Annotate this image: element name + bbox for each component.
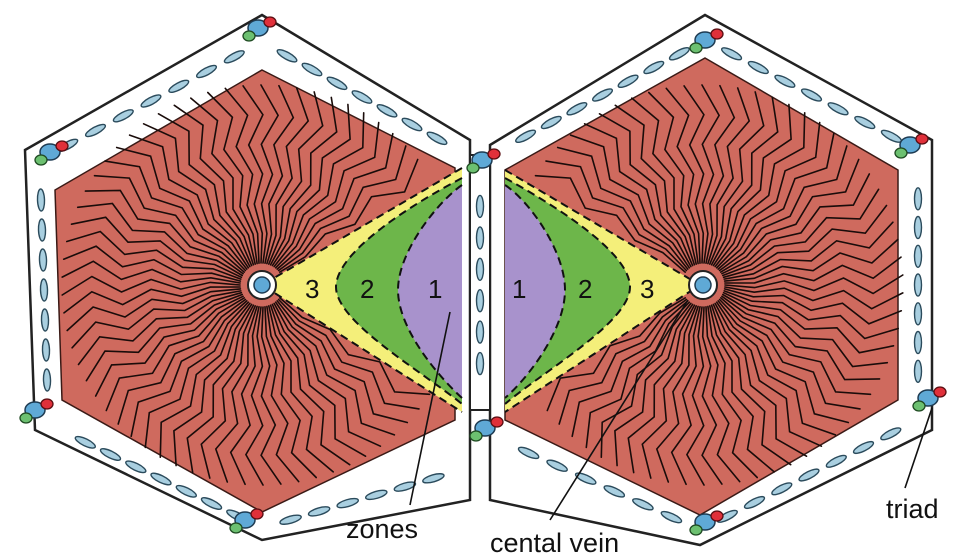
endothelial-cell (477, 321, 484, 343)
endothelial-cell (915, 274, 922, 296)
endothelial-cell (477, 227, 484, 249)
left-zone-2-label: 2 (360, 274, 374, 304)
left-central-vein (248, 271, 276, 299)
endothelial-cell (477, 353, 484, 375)
endothelial-cell (915, 245, 922, 267)
endothelial-cell (39, 249, 47, 271)
zones-label: zones (346, 514, 418, 544)
endothelial-cell (915, 217, 922, 239)
endothelial-cell (38, 219, 46, 241)
left-zone-3-label: 3 (305, 274, 319, 304)
endothelial-cell (915, 303, 922, 325)
endothelial-cell (37, 189, 45, 211)
endothelial-cell (477, 290, 484, 312)
endothelial-cell (477, 195, 484, 217)
endothelial-cell (41, 309, 49, 331)
endothelial-cell (915, 188, 922, 210)
right-zone-3-label: 3 (640, 274, 654, 304)
endothelial-cell (43, 369, 51, 391)
left-lobule: 3 2 1 (25, 15, 470, 540)
triad-label: triad (886, 494, 939, 524)
endothelial-cell (42, 339, 50, 361)
right-central-vein (689, 271, 717, 299)
central-vein-label: cental vein (490, 528, 619, 557)
left-zone-1-label: 1 (428, 274, 442, 304)
right-zone-2-label: 2 (578, 274, 592, 304)
endothelial-cell (40, 279, 48, 301)
endothelial-cell (915, 332, 922, 354)
endothelial-cell (915, 360, 922, 382)
right-zone-1-label: 1 (512, 274, 526, 304)
endothelial-cell (477, 258, 484, 280)
